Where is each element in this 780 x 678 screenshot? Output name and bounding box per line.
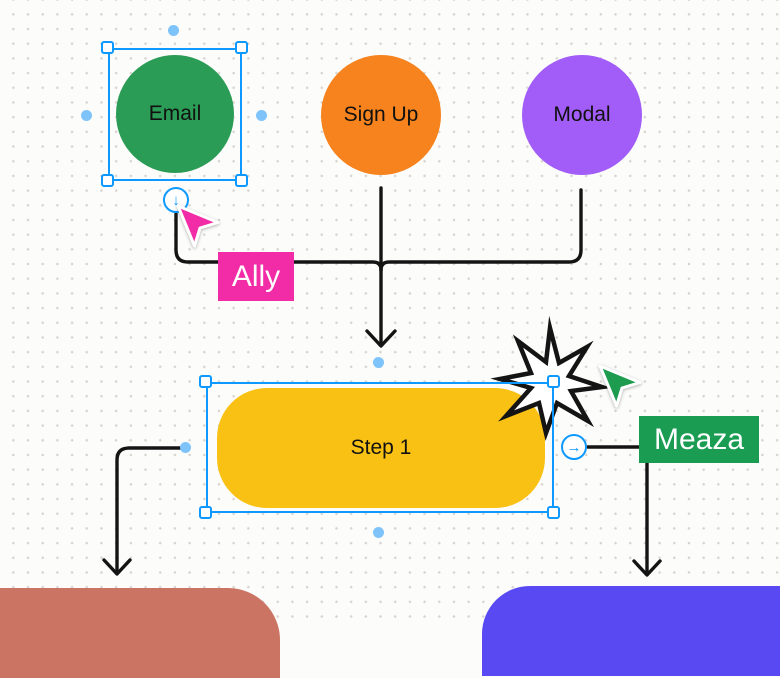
bottom-left-shape[interactable] — [0, 588, 280, 678]
selection-handle-step1-tl[interactable] — [199, 375, 212, 388]
selection-handle-email-tl[interactable] — [101, 41, 114, 54]
connector-arrowhead-bottom-left — [102, 558, 132, 576]
shape-modal[interactable]: Modal — [522, 55, 642, 175]
ally-cursor-icon — [176, 204, 220, 248]
snap-dot-step1-bottom — [373, 527, 384, 538]
right-arrow-icon: → — [566, 438, 582, 456]
shape-signup[interactable]: Sign Up — [321, 55, 441, 175]
selection-handle-email-bl[interactable] — [101, 174, 114, 187]
connector-step1-to-bottom-left[interactable] — [115, 446, 185, 574]
shape-step1[interactable]: Step 1 — [217, 388, 545, 508]
snap-dot-step1-left — [180, 442, 191, 453]
snap-dot-step1-top — [373, 357, 384, 368]
selection-handle-step1-bl[interactable] — [199, 506, 212, 519]
connector-step1-to-bottom-right[interactable] — [586, 445, 649, 576]
connector-arrowhead-step1 — [365, 329, 397, 348]
connector-port-right-icon[interactable]: → — [561, 434, 587, 460]
shape-email-label: Email — [148, 102, 202, 125]
selection-handle-email-br[interactable] — [235, 174, 248, 187]
shape-step1-label: Step 1 — [350, 436, 412, 459]
collaborator-name-ally: Ally — [231, 259, 281, 293]
snap-dot-email-left — [81, 110, 92, 121]
shape-modal-label: Modal — [553, 103, 611, 126]
connector-modal-to-merge[interactable] — [379, 188, 583, 272]
shape-signup-label: Sign Up — [343, 103, 419, 126]
connector-arrowhead-bottom-right — [632, 559, 662, 577]
selection-handle-step1-tr[interactable] — [547, 375, 560, 388]
selection-box-step1 — [206, 382, 554, 513]
selection-handle-step1-br[interactable] — [547, 506, 560, 519]
collaborator-name-meaza: Meaza — [653, 422, 745, 456]
collaborator-tag-ally: Ally — [218, 252, 294, 301]
selection-box-email — [108, 48, 242, 181]
collaborator-tag-meaza: Meaza — [639, 416, 759, 463]
shape-email[interactable]: Email — [116, 55, 234, 173]
snap-dot-email-right — [256, 110, 267, 121]
bottom-right-shape[interactable] — [482, 586, 780, 676]
snap-dot-email-top — [168, 25, 179, 36]
selection-handle-email-tr[interactable] — [235, 41, 248, 54]
meaza-cursor-icon — [598, 364, 642, 408]
down-arrow-icon: ↓ — [172, 191, 180, 209]
